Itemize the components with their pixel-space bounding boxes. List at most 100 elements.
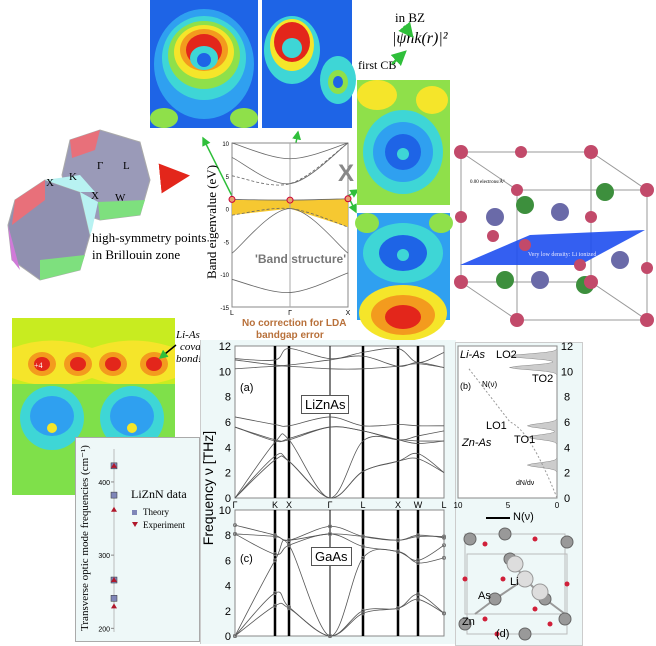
experiment-point	[111, 577, 117, 583]
band-xtick: X	[346, 310, 351, 317]
dos-to1-label: TO1	[514, 434, 536, 446]
gaas-data-point	[361, 555, 365, 560]
ion-label: +4	[34, 361, 43, 370]
phonon-ytick: 4	[225, 581, 231, 593]
phonon-ytick: 4	[225, 442, 231, 454]
phonon-ytick: 0	[225, 631, 231, 643]
phonon-xtick: X	[286, 500, 292, 510]
gaas-data-point	[328, 531, 332, 536]
li-as-annotation-line1: Li-As	[176, 329, 200, 341]
atom-as-label: As	[478, 590, 491, 602]
phonon-ytick: 6	[225, 417, 231, 429]
phonon-ytick: 10	[219, 505, 231, 517]
phonon-ytick: 2	[225, 606, 231, 618]
gaas-data-point	[442, 611, 446, 616]
phonon-xtick: X	[395, 500, 401, 510]
band-ytick: -10	[220, 273, 229, 279]
band-line	[231, 207, 349, 228]
dos-zn-as-label: Zn-As	[462, 437, 492, 449]
experiment-point	[111, 603, 117, 609]
low-density-plane-label: Very low density: Li ionized	[528, 252, 597, 258]
gaas-data-point	[416, 533, 420, 538]
dos-dndv-label: dN/dν	[516, 480, 535, 487]
bz-caption-line1: high-symmetry points	[92, 230, 207, 245]
band-ytick: 0	[226, 208, 230, 214]
dos-n-label: N(ν)	[482, 380, 498, 389]
lda-caption-line2: bandgap error	[256, 330, 324, 341]
dos-frame	[457, 345, 558, 499]
phonon-xtick: Γ	[233, 500, 238, 510]
liznas-label: LiZnAs	[301, 395, 350, 414]
dos-li-as-label: Li-As	[460, 349, 486, 361]
band-line	[231, 208, 349, 254]
phonon-ytick: 2	[225, 468, 231, 480]
in-bz-label: in BZ	[395, 10, 425, 25]
liznn-ylabel: Transverse optic mode frequencies (cm⁻¹)	[79, 445, 91, 631]
atom-zn-label: Zn	[462, 616, 475, 628]
gaas-data-point	[287, 543, 291, 548]
dos-ytick: 10	[561, 366, 573, 378]
panel-b-label: (b)	[460, 381, 471, 391]
phonon-xtick: W	[414, 500, 423, 510]
wavefunction-contour-map-3	[357, 80, 450, 205]
gaas-data-point	[273, 534, 277, 539]
gaas-data-point	[328, 634, 332, 638]
gaas-data-point	[361, 544, 365, 549]
gaas-data-point	[233, 523, 237, 528]
dos-xtick: 0	[555, 501, 560, 510]
dos-lo2-label: LO2	[496, 349, 517, 361]
gaas-data-point	[233, 531, 237, 536]
liznn-ytick: 400	[98, 480, 110, 487]
dos-to2-label: TO2	[532, 373, 554, 385]
phonon-xtick: L	[441, 500, 446, 510]
integrated-dos-curve	[467, 367, 558, 499]
legend-experiment: Experiment	[143, 520, 185, 530]
liznas-crystal-structure	[458, 527, 574, 641]
bz-point-gamma: Γ	[97, 160, 104, 172]
liznn-title: LiZnN data	[131, 487, 187, 501]
gaas-data-point	[442, 543, 446, 548]
wavefunction-contour-map-2	[262, 0, 356, 128]
gaas-data-point	[273, 558, 277, 563]
lda-caption-line1: No correction for LDA	[242, 318, 347, 329]
gaas-data-point	[416, 597, 420, 602]
gaas-data-point	[287, 606, 291, 611]
phonon-branch	[234, 426, 445, 444]
gaas-label: GaAs	[311, 547, 352, 566]
dos-lo1-label: LO1	[486, 420, 507, 432]
gaas-data-point	[273, 603, 277, 608]
wavefunction-contour-map-4	[355, 213, 453, 341]
band-xtick: Γ	[288, 310, 292, 317]
bz-point-w: W	[115, 192, 126, 204]
gaas-data-point	[328, 524, 332, 529]
band-line	[231, 142, 349, 160]
band-ytick: 10	[222, 142, 229, 148]
dos-ytick: 0	[564, 493, 570, 505]
gaas-data-point	[361, 534, 365, 539]
dos-ytick: 8	[564, 392, 570, 404]
gaas-data-point	[396, 606, 400, 611]
phonon-ytick: 12	[219, 341, 231, 353]
dos-xlabel: N(ν)	[513, 511, 534, 523]
phonon-branch	[234, 355, 445, 368]
dos-xtick: 5	[506, 501, 511, 510]
theory-point	[110, 595, 118, 602]
dos-curve	[509, 345, 558, 498]
band-gap-region	[232, 198, 348, 227]
gaas-data-point	[287, 538, 291, 543]
phonon-branch	[234, 363, 445, 370]
band-structure-title: 'Band structure'	[255, 252, 347, 266]
dos-ytick: 6	[564, 417, 570, 429]
dos-ytick: 2	[564, 468, 570, 480]
bz-point-l: L	[123, 160, 130, 172]
gaas-data-point	[396, 538, 400, 543]
atom-li-label: Li	[510, 576, 519, 588]
phonon-branch	[234, 416, 445, 427]
dos-ytick: 4	[564, 442, 570, 454]
legend-experiment-marker	[132, 522, 138, 527]
brillouin-zone-illustration	[7, 129, 151, 281]
